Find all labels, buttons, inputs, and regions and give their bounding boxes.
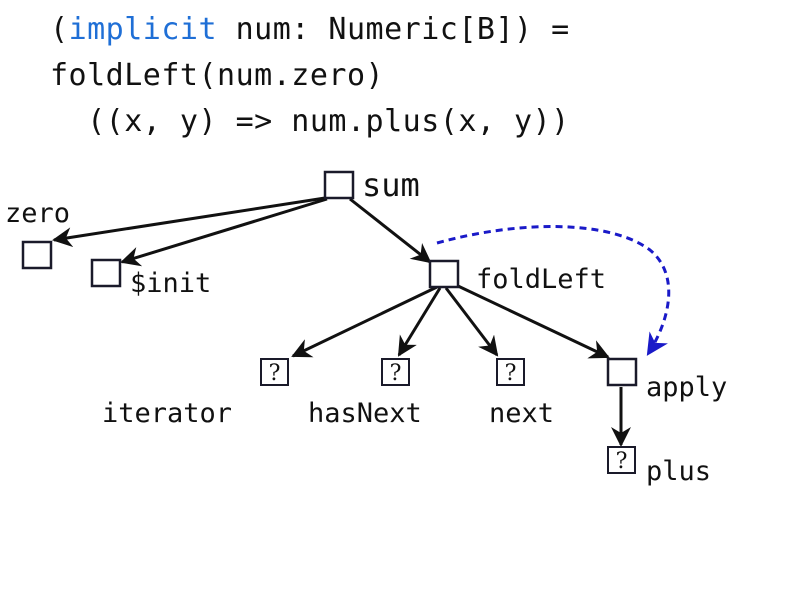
node-hasnext-box — [381, 358, 410, 386]
node-next-glyph: ? — [505, 361, 517, 386]
edge-foldleft-apply-dashed — [436, 225, 671, 356]
node-foldleft-label: foldLeft — [476, 264, 606, 295]
edge-foldleft-apply — [457, 284, 610, 359]
node-next-box — [496, 358, 525, 386]
node-plus-box — [607, 446, 636, 474]
node-sum-label: sum — [362, 166, 420, 204]
code-paren: ( — [50, 12, 69, 47]
node-init-label: $init — [130, 268, 211, 299]
node-iterator-label: iterator — [102, 398, 232, 429]
node-zero-box — [21, 240, 53, 270]
node-hasnext-label: hasNext — [308, 398, 422, 429]
code-line-1-rest: num: Numeric[B]) = — [217, 12, 570, 47]
code-keyword-implicit: implicit — [68, 12, 218, 47]
code-line-3: ((x, y) => num.plus(x, y)) — [50, 104, 570, 139]
edge-sum-init — [120, 197, 328, 267]
node-next-label: next — [489, 398, 554, 429]
node-iterator-glyph: ? — [269, 361, 281, 386]
node-zero-label: zero — [5, 198, 70, 229]
node-apply-box — [606, 357, 638, 387]
node-hasnext-glyph: ? — [390, 361, 402, 386]
node-plus-glyph: ? — [616, 449, 628, 474]
code-line-1: (implicit num: Numeric[B]) = — [50, 12, 570, 47]
edge-sum-zero — [52, 196, 326, 248]
node-sum-box — [323, 170, 355, 200]
node-init-box — [90, 258, 122, 288]
edge-sum-foldleft — [349, 197, 432, 264]
edge-foldleft-iterator — [291, 285, 438, 358]
node-apply-label: apply — [646, 372, 727, 403]
code-line-2: foldLeft(num.zero) — [50, 58, 385, 93]
node-foldleft-box — [428, 259, 460, 289]
edge-foldleft-hasnext — [397, 287, 442, 357]
node-plus-label: plus — [646, 456, 711, 487]
edge-foldleft-next — [444, 287, 499, 357]
node-iterator-box — [260, 358, 289, 386]
